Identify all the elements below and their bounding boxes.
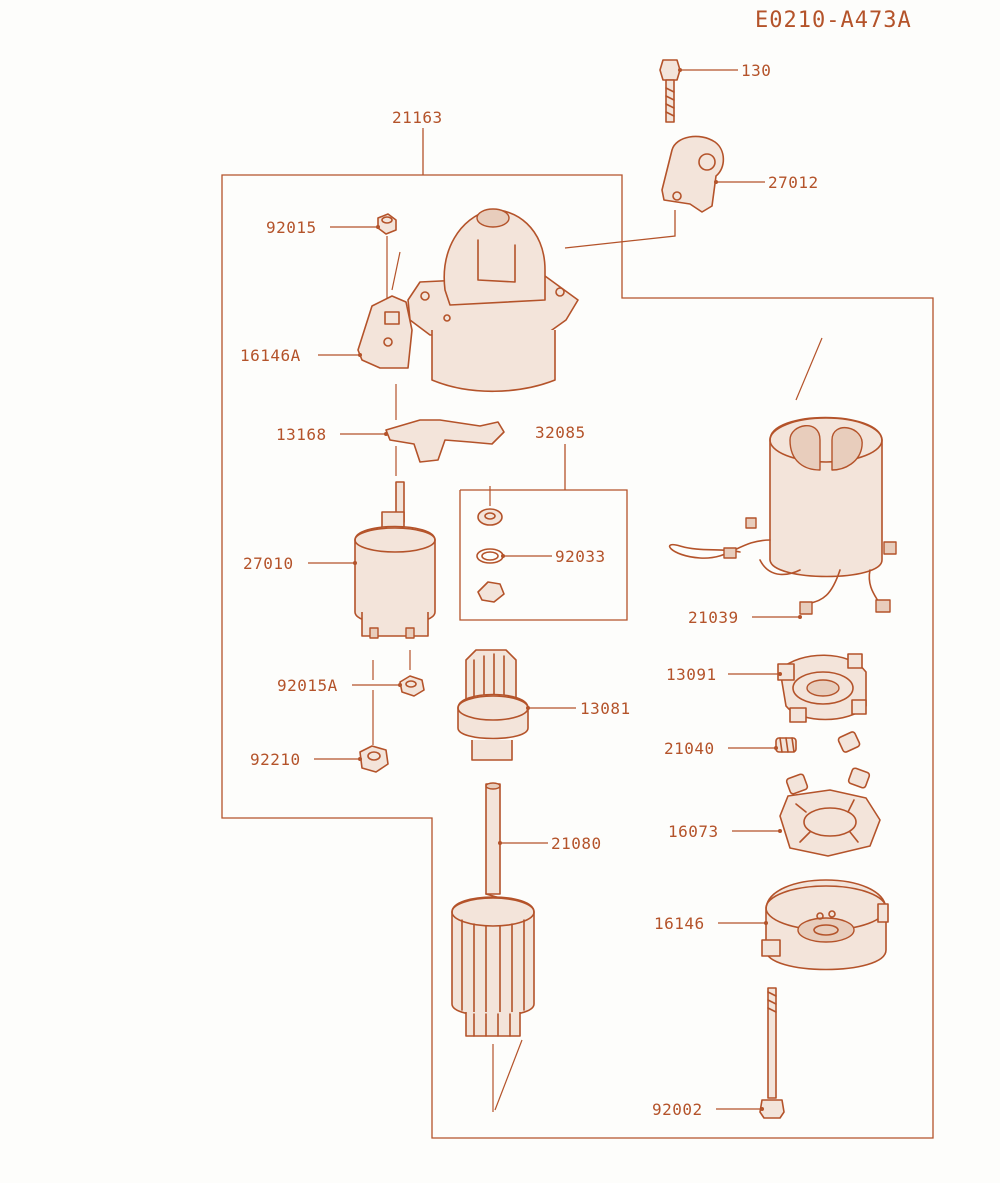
label-13168: 13168 <box>276 425 327 444</box>
label-16146: 16146 <box>654 914 705 933</box>
label-130: 130 <box>741 61 771 80</box>
end-cover-16146-icon <box>761 879 889 971</box>
label-27012: 27012 <box>768 173 819 192</box>
bolt-92002-icon <box>759 987 785 1119</box>
bracket-27012-icon <box>661 135 725 213</box>
part-labels: 130 27012 21163 92015 16146A 13168 32085… <box>240 61 819 1119</box>
nut-92210-icon <box>359 745 389 773</box>
pinion-13081-icon <box>457 649 529 761</box>
label-92002: 92002 <box>652 1100 703 1119</box>
lever-13168-icon <box>385 384 505 476</box>
bracket-16146A-icon <box>357 295 413 369</box>
housing-21163-icon <box>407 208 579 393</box>
label-27010: 27010 <box>243 554 294 573</box>
label-16146A: 16146A <box>240 346 301 365</box>
label-13081: 13081 <box>580 699 631 718</box>
label-92033: 92033 <box>555 547 606 566</box>
label-92015A: 92015A <box>277 676 338 695</box>
assembly-frame <box>221 130 934 1139</box>
label-16073: 16073 <box>668 822 719 841</box>
leader-lines <box>308 68 802 1111</box>
label-21163: 21163 <box>392 108 443 127</box>
diagram-code: E0210-A473A <box>755 8 912 33</box>
nut-92015A-icon <box>372 675 425 745</box>
label-92015: 92015 <box>266 218 317 237</box>
bolt-130-icon <box>659 59 681 123</box>
label-21040: 21040 <box>664 739 715 758</box>
solenoid-27010-icon <box>354 481 436 680</box>
armature-21080-icon <box>451 782 535 1112</box>
label-92210: 92210 <box>250 750 301 769</box>
brush-holder-13091-icon <box>777 653 867 723</box>
plate-16073-icon <box>779 789 881 857</box>
yoke-21039-icon <box>668 337 897 615</box>
label-21080: 21080 <box>551 834 602 853</box>
label-13091: 13091 <box>666 665 717 684</box>
nut-92015-icon <box>377 213 401 300</box>
washers-92033-icon <box>476 486 505 603</box>
label-32085: 32085 <box>535 423 586 442</box>
label-21039: 21039 <box>688 608 739 627</box>
springs-21040-icon <box>775 731 871 795</box>
